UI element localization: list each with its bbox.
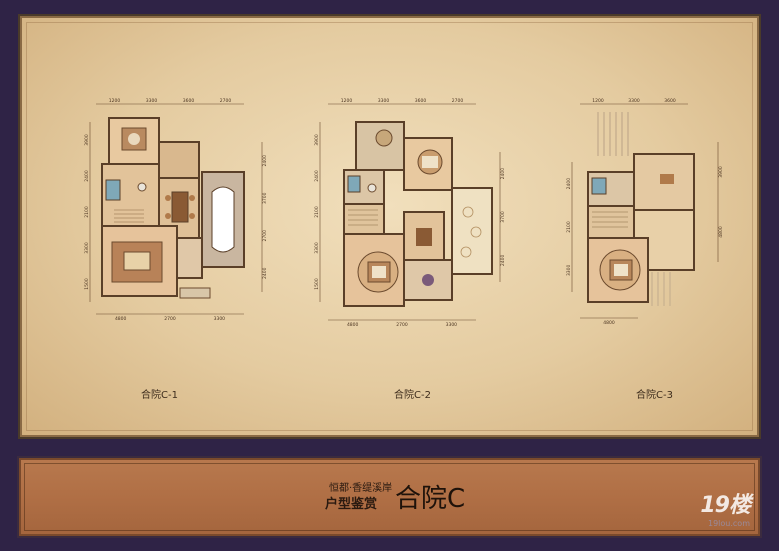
floor-plan-c1: 1200 3300 3600 2700 4800 2700 3300 3900 2400 2100… (84, 92, 274, 332)
watermark-url: 19lou.com (708, 519, 750, 528)
dimension-label-left: 2100 (566, 221, 572, 233)
dimension-label-top: 1200 (341, 98, 353, 104)
dimension-label-bottom: 3300 (214, 316, 226, 322)
dimension-label-right: 2400 (262, 267, 268, 279)
dimension-label-right: 3700 (262, 192, 268, 204)
plan-label-c1: 合院C-1 (141, 390, 178, 401)
dimension-label-top: 3300 (146, 98, 158, 104)
dimension-label-top: 2700 (452, 98, 464, 104)
dimension-label-top: 3600 (415, 98, 427, 104)
dimension-label-right: 2700 (262, 230, 268, 242)
dimension-label-left: 2400 (314, 170, 320, 182)
dimension-label-bottom: 4800 (603, 320, 615, 326)
page-title: 合院C (395, 484, 466, 514)
dimension-label-right: 2400 (262, 155, 268, 167)
floor-plan-c3-drawing: 1200 3300 3600 4800 2400 2100 3300 3900 4800 (566, 98, 724, 326)
floor-plan-c3: 1200 3300 3600 4800 2400 2100 3300 3900 4800 (566, 92, 738, 332)
dimension-label-left: 2100 (314, 206, 320, 218)
poster-frame: 1200 3300 3600 2700 4800 2700 3300 3900 2400 2100… (20, 16, 759, 437)
dimension-label-left: 3900 (314, 134, 320, 146)
dimension-label-left: 3300 (84, 242, 90, 254)
dimension-label-left: 3300 (314, 242, 320, 254)
dimension-label-bottom: 2700 (396, 322, 408, 328)
title-banner: 恒都·香缇溪岸 户型鉴赏 合院C 19楼 19lou.com (19, 458, 760, 536)
dimension-label-top: 3600 (183, 98, 195, 104)
floor-plan-c1-drawing: 1200 3300 3600 2700 4800 2700 3300 3900 2400 2100… (84, 98, 268, 322)
dimension-label-right: 4800 (718, 226, 724, 238)
floor-plan-c2: 1200 3300 3600 2700 4800 2700 3300 3900 2400 2100… (314, 98, 506, 332)
dimension-label-right: 3900 (718, 166, 724, 178)
dimension-label-top: 1200 (109, 98, 121, 104)
floor-plan-c2-drawing: 1200 3300 3600 2700 4800 2700 3300 3900 2400 2100… (314, 98, 506, 328)
watermark-logo: 19楼 (700, 493, 751, 518)
dimension-label-right: 2400 (500, 168, 506, 180)
dimension-label-left: 3900 (84, 134, 90, 146)
dimension-label-right: 2400 (500, 254, 506, 266)
plan-label-c2: 合院C-2 (394, 390, 431, 401)
dimension-label-bottom: 2700 (164, 316, 176, 322)
dimension-label-top: 1200 (592, 98, 604, 104)
dimension-label-left: 3300 (566, 264, 572, 276)
dimension-label-left: 2400 (84, 170, 90, 182)
dimension-label-top: 3600 (664, 98, 676, 104)
dimension-label-top: 2700 (220, 98, 232, 104)
dimension-label-left: 2400 (566, 178, 572, 190)
section-label: 户型鉴赏 (325, 497, 378, 512)
dimension-label-top: 3300 (378, 98, 390, 104)
dimension-label-left: 2100 (84, 206, 90, 218)
dimension-label-bottom: 4800 (347, 322, 359, 328)
dimension-label-top: 3300 (628, 98, 640, 104)
dimension-label-bottom: 3300 (446, 322, 458, 328)
dimension-label-right: 3700 (500, 211, 506, 223)
dimension-label-left: 1500 (314, 278, 320, 290)
dimension-label-left: 1500 (84, 278, 90, 290)
plan-label-c3: 合院C-3 (636, 390, 673, 401)
watermark: 19楼 19lou.com (700, 487, 751, 528)
project-name: 恒都·香缇溪岸 (329, 483, 393, 494)
dimension-label-bottom: 4800 (115, 316, 127, 322)
